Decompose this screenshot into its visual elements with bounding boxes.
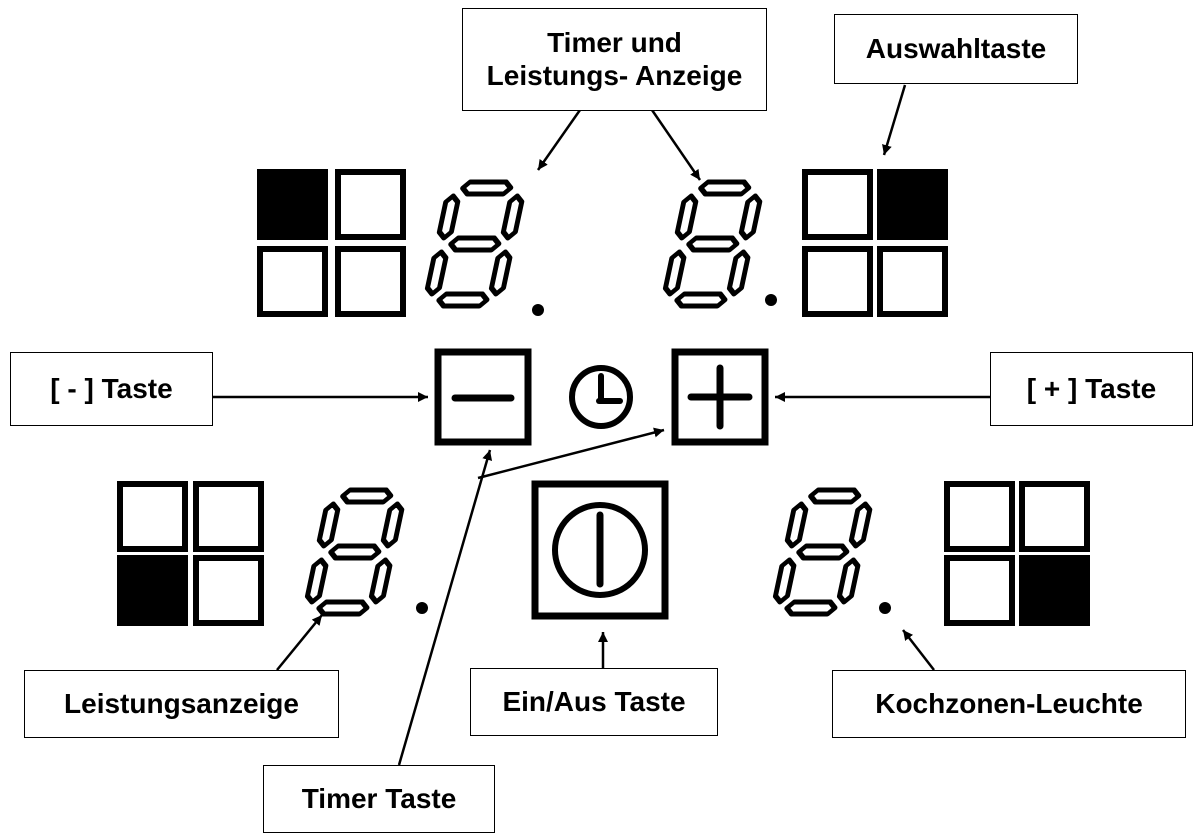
arrow-select-key <box>882 84 907 156</box>
zone-square <box>944 555 1015 626</box>
arrow-display-right <box>650 109 702 181</box>
minus-button[interactable] <box>434 348 532 446</box>
label-onoff-key: Ein/Aus Taste <box>470 668 718 736</box>
arrow-display-left <box>536 109 582 171</box>
label-power-display: Leistungsanzeige <box>24 670 339 738</box>
zone-square <box>802 169 873 240</box>
zone-square <box>335 169 406 240</box>
zone-grid-top-left[interactable] <box>257 169 406 317</box>
plus-icon <box>687 364 753 430</box>
seven-segment-display-top-left <box>424 179 525 309</box>
label-select-key: Auswahltaste <box>834 14 1078 84</box>
label-timer-key: Timer Taste <box>263 765 495 833</box>
zone-square <box>877 169 948 240</box>
seven-segment-display-bottom-left <box>304 487 405 617</box>
label-display-line1: Timer und <box>547 27 682 59</box>
arrow-timer-to-plus <box>477 427 665 480</box>
zone-grid-bottom-right[interactable] <box>944 481 1090 626</box>
zone-square <box>877 246 948 317</box>
zone-square <box>802 246 873 317</box>
decimal-point-led <box>879 602 891 614</box>
power-button[interactable] <box>531 480 669 620</box>
decimal-point-led <box>416 602 428 614</box>
label-zone-light: Kochzonen-Leuchte <box>832 670 1186 738</box>
label-display: Timer und Leistungs- Anzeige <box>462 8 767 111</box>
arrow-zone-light <box>902 629 935 671</box>
zone-square <box>944 481 1015 552</box>
zone-square <box>117 555 188 626</box>
label-plus-key: [ + ] Taste <box>990 352 1193 426</box>
zone-grid-bottom-left[interactable] <box>117 481 264 626</box>
decimal-point-led <box>532 304 544 316</box>
zone-square <box>335 246 406 317</box>
zone-square <box>1019 555 1090 626</box>
label-display-line2: Leistungs- Anzeige <box>486 59 743 91</box>
zone-square <box>193 481 264 552</box>
zone-square <box>117 481 188 552</box>
zone-grid-top-right[interactable] <box>802 169 948 317</box>
decimal-point-led <box>765 294 777 306</box>
zone-square <box>257 169 328 240</box>
arrow-power-display <box>276 614 323 671</box>
seven-segment-display-bottom-right <box>772 487 873 617</box>
pointer-arrows <box>213 84 990 766</box>
zone-square <box>257 246 328 317</box>
timer-button[interactable] <box>569 365 633 429</box>
arrow-timer-to-minus <box>397 449 493 766</box>
label-minus-key: [ - ] Taste <box>10 352 213 426</box>
zone-square <box>193 555 264 626</box>
plus-button[interactable] <box>671 348 769 446</box>
seven-segment-display-top-right <box>662 179 763 309</box>
zone-square <box>1019 481 1090 552</box>
